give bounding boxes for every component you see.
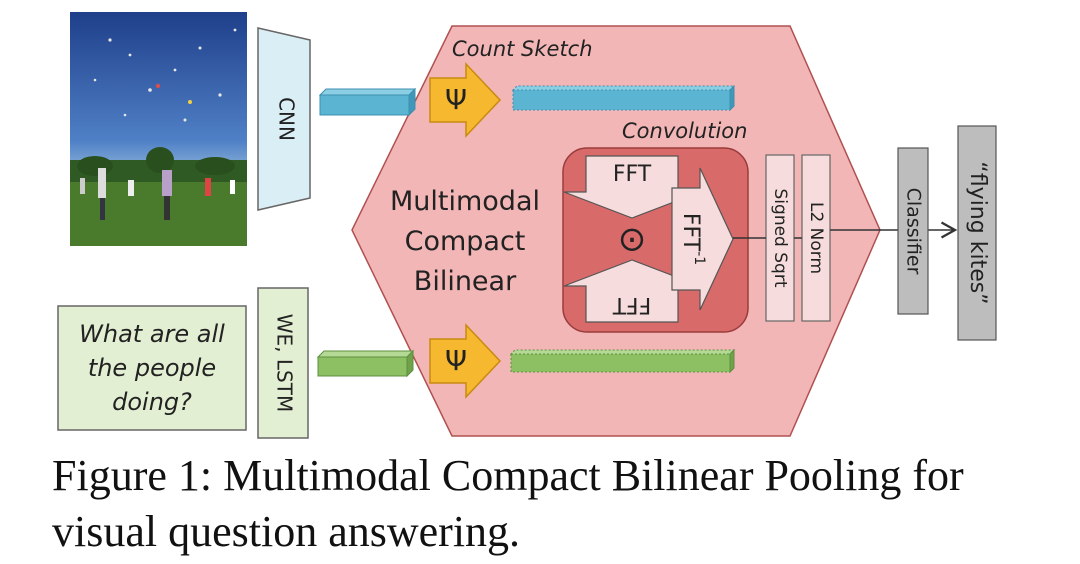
we-lstm-block xyxy=(257,287,309,439)
odot-operator: ⊙ xyxy=(618,220,647,260)
mcb-label-line-3: Bilinear xyxy=(414,266,517,297)
caption-line-1: Figure 1: Multimodal Compact Bilinear Po… xyxy=(52,451,964,500)
question-line-1: What are all xyxy=(79,320,225,348)
psi-symbol-top: Ψ xyxy=(445,83,467,116)
fft-arrow-top xyxy=(563,155,701,219)
cnn-label: CNN xyxy=(275,97,299,141)
convolution-label: Convolution xyxy=(622,119,747,143)
psi-arrow-top xyxy=(429,62,502,138)
fft-label-bottom: FFT xyxy=(612,292,651,317)
signed-sqrt-label: Signed Sqrt xyxy=(770,189,790,288)
kite-dots xyxy=(93,28,237,122)
caption-line-2: visual question answering. xyxy=(52,507,521,556)
mcb-diagram: What are all the people doing? CNN WE, L… xyxy=(57,12,997,439)
classifier-label: Classifier xyxy=(903,188,925,275)
cnn-block xyxy=(257,27,311,211)
mcb-label-line-1: Multimodal xyxy=(390,186,540,217)
answer-label: “flying kites” xyxy=(965,161,990,304)
fft-label-top: FFT xyxy=(613,162,652,187)
text-feature-vector xyxy=(316,349,415,378)
figure-caption: Figure 1: Multimodal Compact Bilinear Po… xyxy=(52,448,1062,560)
ifft-superscript: -1 xyxy=(691,251,707,265)
question-box xyxy=(57,305,247,431)
count-sketch-label: Count Sketch xyxy=(452,37,593,61)
text-sketch-vector xyxy=(509,348,736,374)
input-photo xyxy=(70,12,247,246)
we-lstm-label: WE, LSTM xyxy=(273,314,297,412)
answer-block xyxy=(957,125,997,341)
question-line-2: the people xyxy=(88,354,216,382)
mcb-label-line-2: Compact xyxy=(405,226,526,257)
ifft-label: FFT-1 xyxy=(678,213,707,265)
image-sketch-vector xyxy=(511,84,736,112)
l2-norm-label: L2 Norm xyxy=(806,202,826,274)
image-feature-vector xyxy=(318,87,417,117)
psi-arrow-bottom xyxy=(429,323,502,399)
people xyxy=(80,168,235,220)
signed-sqrt-block xyxy=(765,154,795,322)
psi-symbol-bottom: Ψ xyxy=(445,344,467,377)
question-line-3: doing? xyxy=(112,388,192,416)
fft-arrow-bottom xyxy=(563,259,701,323)
classifier-block xyxy=(897,147,929,315)
ifft-arrow xyxy=(671,167,734,311)
